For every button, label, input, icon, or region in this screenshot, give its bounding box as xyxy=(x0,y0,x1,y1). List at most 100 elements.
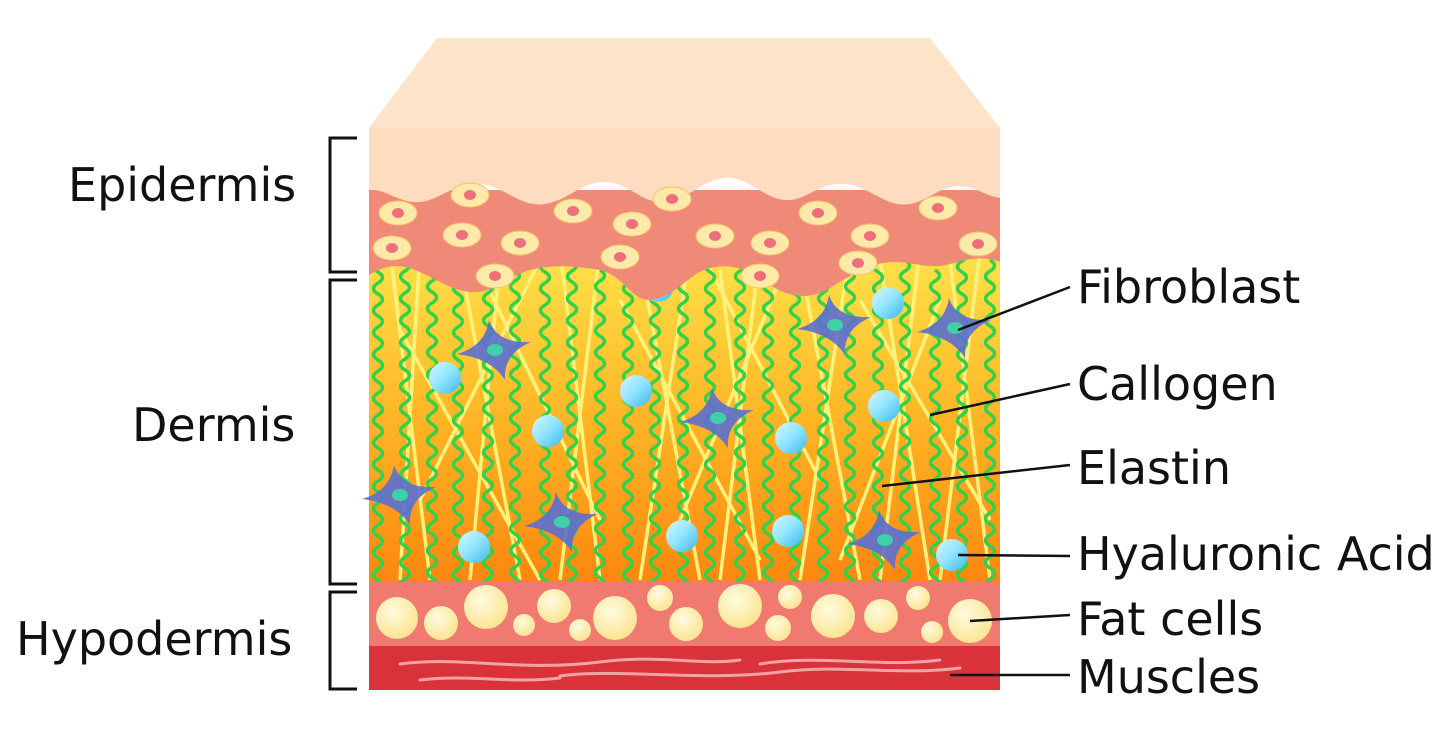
fat-cells xyxy=(376,584,992,643)
hyaluronic-sphere xyxy=(532,415,564,447)
elastin-fiber xyxy=(648,258,662,582)
hypodermis-bracket xyxy=(328,590,357,691)
epidermis-cell-nucleus xyxy=(972,239,984,249)
elastin-fiber xyxy=(371,248,385,582)
epidermis-cells xyxy=(372,182,998,289)
epidermis-cell-nucleus xyxy=(567,206,579,216)
epidermis-cell-nucleus xyxy=(709,231,721,241)
collagen-fiber xyxy=(678,279,782,521)
fibroblast-nucleus xyxy=(392,489,408,501)
fibroblast-nucleus xyxy=(877,534,893,546)
dermis-bracket xyxy=(328,278,357,586)
hyaluronic-leader xyxy=(957,553,1071,558)
fat-cell xyxy=(921,621,943,643)
fat-cell xyxy=(537,589,571,623)
elastin-fiber xyxy=(425,268,439,582)
collagen-label: Callogen xyxy=(1077,357,1278,411)
fat-cell xyxy=(513,614,535,636)
hyaluronic-sphere xyxy=(458,531,490,563)
epidermis-cell-nucleus xyxy=(456,230,468,240)
epidermis-cell-nucleus xyxy=(392,208,404,218)
epidermis-cell-layer xyxy=(369,190,1000,300)
elastin-fiber xyxy=(983,258,997,582)
hyaluronic-sphere xyxy=(868,390,900,422)
fibroblast-nucleus xyxy=(487,344,503,356)
hyaluronic-sphere xyxy=(429,362,461,394)
fat-cell xyxy=(864,599,898,633)
fat-cells-leader xyxy=(969,613,1071,623)
epidermis-cell-nucleus xyxy=(864,231,876,241)
elastin-fiber xyxy=(621,248,635,582)
collagen-fiber xyxy=(858,299,992,521)
fibroblast-nucleus xyxy=(947,322,963,334)
epidermis-bracket xyxy=(328,136,357,274)
hyaluronic-acid-label: Hyaluronic Acid xyxy=(1077,527,1435,581)
epidermis-cell-nucleus xyxy=(812,208,824,218)
hyaluronic-sphere xyxy=(772,515,804,547)
fibroblast-nucleus xyxy=(554,516,570,528)
fibroblast-nucleus xyxy=(710,412,726,424)
hyaluronic-sphere xyxy=(775,422,807,454)
layer-brackets xyxy=(328,136,357,691)
hyaluronic-sphere xyxy=(936,539,968,571)
fat-cell xyxy=(464,585,508,629)
fat-cell xyxy=(424,606,458,640)
elastin-fiber xyxy=(733,258,747,582)
epidermis-cell-nucleus xyxy=(764,238,776,248)
muscles-label: Muscles xyxy=(1077,650,1261,704)
epidermis-cell-nucleus xyxy=(614,252,626,262)
muscle-fibers xyxy=(398,657,962,682)
collagen-fiber xyxy=(468,249,602,521)
fibroblast-cells xyxy=(362,295,991,570)
fat-cell xyxy=(811,594,855,638)
epidermis-cell-nucleus xyxy=(464,190,476,200)
dermis-label: Dermis xyxy=(132,398,296,452)
epidermis-cell-nucleus xyxy=(386,243,398,253)
collagen-fiber xyxy=(798,259,862,581)
hyaluronic-sphere xyxy=(666,520,698,552)
elastin-fiber xyxy=(761,268,775,582)
hyaluronic-acid-spheres xyxy=(429,270,968,571)
fat-cell xyxy=(718,584,762,628)
fibroblast-leader xyxy=(957,285,1071,332)
elastin-fiber xyxy=(481,258,495,582)
epidermis-cell-nucleus xyxy=(489,271,501,281)
fat-cell xyxy=(376,597,418,639)
elastin-fiber xyxy=(955,248,969,582)
elastin-leader xyxy=(881,463,1071,488)
collagen-leader xyxy=(929,382,1071,417)
hyaluronic-sphere xyxy=(620,375,652,407)
fat-cell xyxy=(669,607,703,641)
fat-cell xyxy=(593,596,637,640)
epidermis-cell-nucleus xyxy=(754,271,766,281)
elastin-fiber xyxy=(508,268,522,582)
hyaluronic-sphere xyxy=(872,287,904,319)
fat-cell xyxy=(765,615,791,641)
fat-cells-label: Fat cells xyxy=(1077,592,1264,646)
fat-cell xyxy=(569,619,591,641)
leader-lines xyxy=(881,285,1071,677)
fat-cell xyxy=(647,585,673,611)
elastin-label: Elastin xyxy=(1077,441,1231,495)
epidermis-cell-nucleus xyxy=(852,258,864,268)
skin-surface-top xyxy=(369,38,1000,128)
hypodermis-label: Hypodermis xyxy=(16,612,293,666)
epidermis-cell-nucleus xyxy=(626,219,638,229)
fat-cell xyxy=(906,586,930,610)
elastin-fiber xyxy=(398,258,412,582)
epidermis-cell-nucleus xyxy=(666,194,678,204)
fibroblast-label: Fibroblast xyxy=(1077,260,1301,314)
muscle-layer xyxy=(369,646,1000,690)
epidermis-cell-nucleus xyxy=(514,238,526,248)
fibroblast-nucleus xyxy=(827,319,843,331)
fat-cell xyxy=(778,585,802,609)
epidermis-surface-layer xyxy=(369,128,1000,205)
epidermis-cell-nucleus xyxy=(932,203,944,213)
epidermis-label: Epidermis xyxy=(68,158,297,212)
collagen-fiber xyxy=(838,299,942,561)
collagen-fiber xyxy=(398,329,542,581)
collagen-fiber xyxy=(468,259,502,581)
elastin-fiber xyxy=(593,268,607,582)
